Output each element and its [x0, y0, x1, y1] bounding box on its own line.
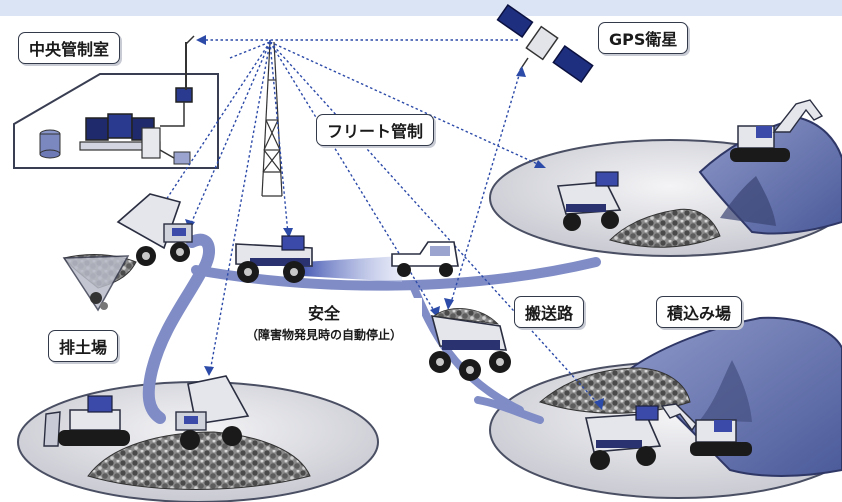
haul-road-label: 搬送路	[514, 296, 585, 328]
radio-tower	[261, 41, 283, 197]
loading-site-label: 積込み場	[656, 296, 743, 328]
haul-truck-center	[235, 235, 313, 283]
excavator-top	[730, 99, 824, 162]
safety-title: 安全	[307, 304, 340, 323]
safety-label: 安全 （障害物発見時の自動停止）	[226, 298, 422, 346]
gps-satellite	[496, 3, 594, 83]
haul-road	[474, 396, 544, 424]
ore-pile	[609, 208, 721, 248]
control-room-label: 中央管制室	[18, 32, 121, 64]
safety-subtitle: （障害物発見時の自動停止）	[245, 328, 402, 342]
haul-truck-loaded	[429, 308, 511, 381]
dump-site-label: 排土場	[48, 330, 119, 362]
haul-truck-loading-area	[556, 171, 622, 231]
bulldozer	[43, 395, 130, 447]
gps-satellite-label: GPS衛星	[598, 22, 689, 54]
dump-truck-dumping	[116, 193, 193, 266]
header-bar	[0, 0, 842, 16]
detection-beam	[302, 256, 402, 282]
haul-truck-loading-site	[585, 405, 662, 470]
ore-pile	[87, 431, 311, 490]
excavator-bottom	[660, 403, 752, 456]
dump-truck-bottom	[175, 375, 250, 450]
control-room-building	[13, 73, 219, 169]
fleet-control-label: フリート管制	[316, 114, 435, 146]
ore-pile	[538, 367, 691, 414]
haul-road	[142, 233, 215, 424]
pickup-truck	[391, 241, 459, 277]
